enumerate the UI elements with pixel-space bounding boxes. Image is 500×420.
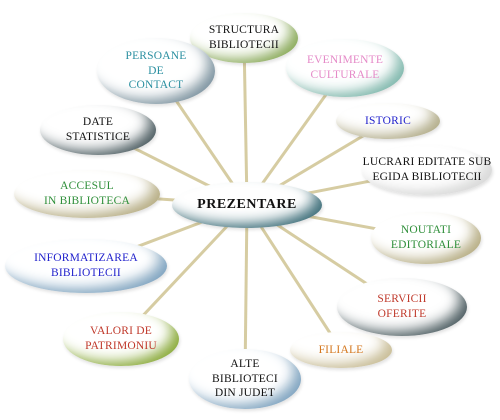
node-label: FILIALE	[318, 343, 364, 356]
node-persoane-de-contact[interactable]: PERSOANE DE CONTACT	[97, 38, 215, 104]
node-label: LUCRARI EDITATE SUB EGIDA BIBLIOTECII	[362, 156, 492, 183]
node-lucrari-editate[interactable]: LUCRARI EDITATE SUB EGIDA BIBLIOTECII	[362, 145, 492, 195]
center-node-label: PREZENTARE	[197, 197, 297, 212]
node-istoric[interactable]: ISTORIC	[336, 103, 440, 139]
node-date-statistice[interactable]: DATE STATISTICE	[40, 105, 156, 155]
center-node-prezentare[interactable]: PREZENTARE	[172, 182, 322, 228]
node-filiale[interactable]: FILIALE	[290, 332, 392, 368]
node-label: DATE STATISTICE	[65, 116, 131, 143]
node-servicii-oferite[interactable]: SERVICII OFERITE	[337, 278, 467, 336]
node-informatizarea-bibliotecii[interactable]: INFORMATIZAREA BIBLIOTECII	[5, 239, 167, 293]
node-valori-de-patrimoniu[interactable]: VALORI DE PATRIMONIU	[63, 312, 179, 366]
node-label: NOUTATI EDITORIALE	[390, 224, 462, 251]
spoke-structura-bibliotecii	[242, 37, 249, 206]
node-label: INFORMATIZAREA BIBLIOTECII	[34, 252, 138, 279]
node-label: STRUCTURA BIBLIOTECII	[208, 24, 280, 51]
node-accesul-in-biblioteca[interactable]: ACCESUL IN BIBLIOTECA	[14, 170, 160, 218]
node-label: ISTORIC	[365, 114, 411, 127]
node-label: SERVICII OFERITE	[377, 293, 427, 320]
node-alte-biblioteci[interactable]: ALTE BIBLIOTECI DIN JUDET	[189, 349, 301, 409]
node-evenimente-culturale[interactable]: EVENIMENTE CULTURALE	[286, 39, 404, 97]
node-noutati-editoriale[interactable]: NOUTATI EDITORIALE	[371, 212, 481, 264]
node-label: PERSOANE DE CONTACT	[125, 49, 187, 92]
spoke-filiale	[245, 204, 343, 351]
node-label: ALTE BIBLIOTECI DIN JUDET	[212, 357, 278, 400]
node-label: EVENIMENTE CULTURALE	[306, 54, 384, 81]
node-label: ACCESUL IN BIBLIOTECA	[44, 180, 130, 207]
node-label: VALORI DE PATRIMONIU	[85, 325, 157, 352]
